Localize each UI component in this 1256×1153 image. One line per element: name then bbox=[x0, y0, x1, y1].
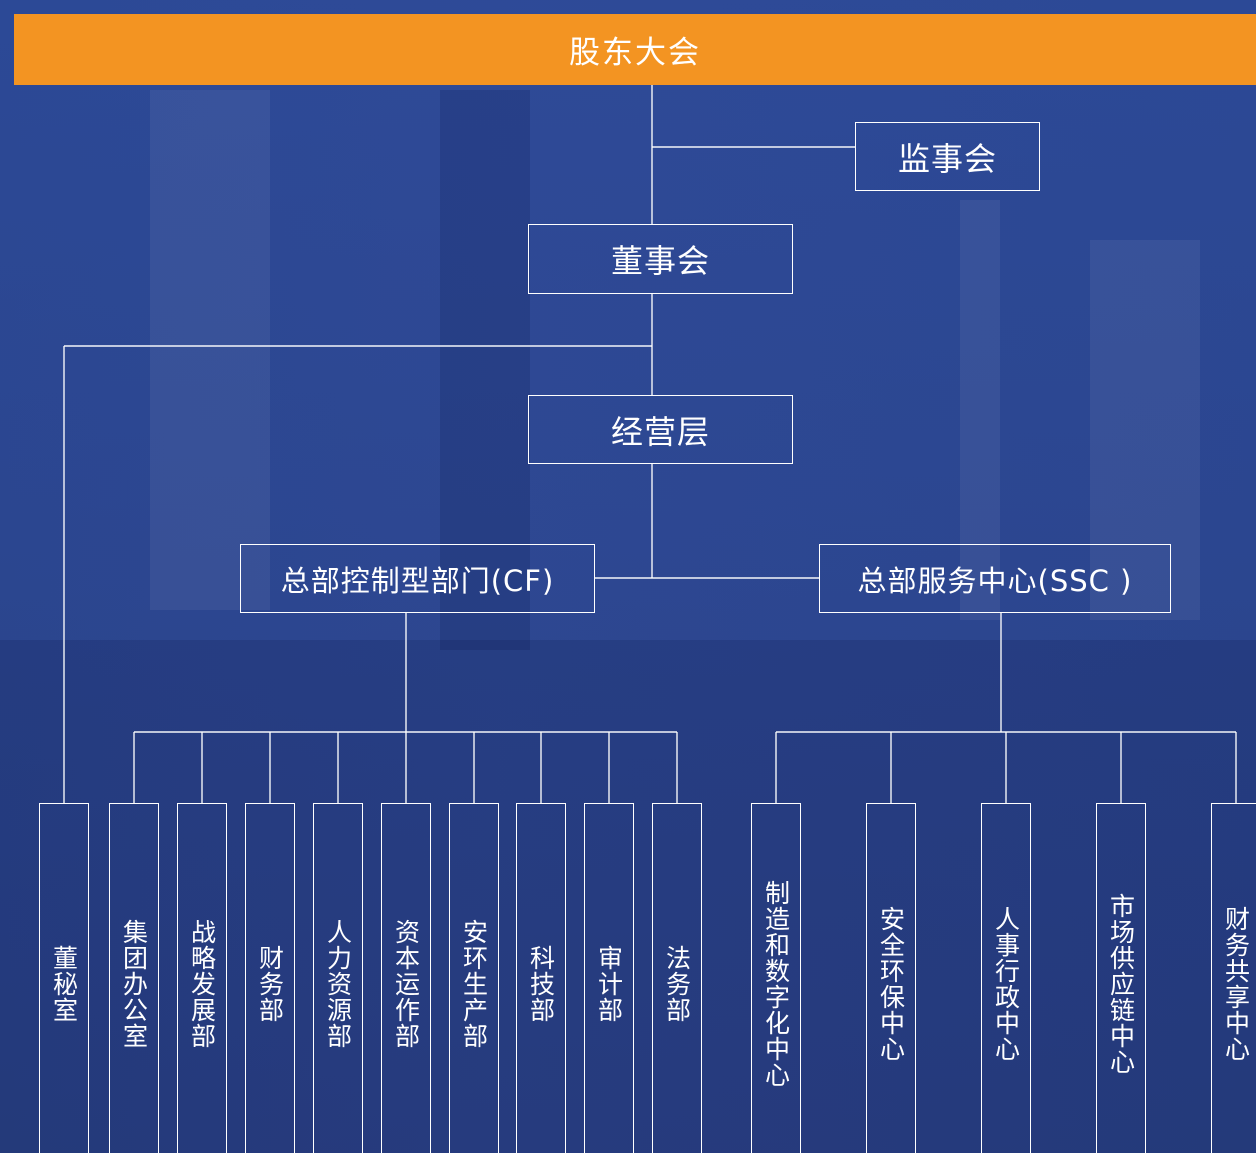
cf-department-box: 集团办公室 bbox=[109, 803, 159, 1153]
ssc-center-label: 人事行政中心 bbox=[991, 905, 1021, 1062]
shareholders-meeting: 股东大会 bbox=[14, 14, 1256, 85]
cf-department-label: 集团办公室 bbox=[119, 918, 149, 1049]
cf-department-label: 安环生产部 bbox=[459, 918, 489, 1049]
bg-panel bbox=[440, 90, 530, 650]
ssc-center-box: 制造和数字化中心 bbox=[751, 803, 801, 1153]
cf-department-box: 审计部 bbox=[584, 803, 634, 1153]
board-office-box: 董秘室 bbox=[39, 803, 89, 1153]
bg-panel bbox=[960, 200, 1000, 620]
ssc-center-box: 财务共享中心 bbox=[1211, 803, 1256, 1153]
cf-department-box: 安环生产部 bbox=[449, 803, 499, 1153]
bg-floor bbox=[0, 640, 1256, 1153]
ssc-center-label: 市场供应链中心 bbox=[1106, 892, 1136, 1075]
board-of-directors: 董事会 bbox=[528, 224, 793, 294]
cf-department-label: 资本运作部 bbox=[391, 918, 421, 1049]
cf-department-label: 战略发展部 bbox=[187, 918, 217, 1049]
cf-department-label: 人力资源部 bbox=[323, 918, 353, 1049]
management-layer: 经营层 bbox=[528, 395, 793, 464]
cf-departments-group: 总部控制型部门(CF) bbox=[240, 544, 595, 613]
ssc-drop-lines bbox=[775, 732, 1237, 803]
cf-department-box: 科技部 bbox=[516, 803, 566, 1153]
ssc-center-label: 安全环保中心 bbox=[876, 905, 906, 1062]
ssc-centers-group: 总部服务中心(SSC ) bbox=[819, 544, 1171, 613]
cf-department-box: 战略发展部 bbox=[177, 803, 227, 1153]
cf-department-label: 法务部 bbox=[662, 944, 692, 1023]
cf-department-label: 科技部 bbox=[526, 944, 556, 1023]
cf-department-box: 法务部 bbox=[652, 803, 702, 1153]
cf-drop-lines bbox=[133, 732, 678, 803]
bg-panel bbox=[1090, 240, 1200, 620]
cf-department-box: 资本运作部 bbox=[381, 803, 431, 1153]
cf-department-box: 财务部 bbox=[245, 803, 295, 1153]
ssc-center-box: 安全环保中心 bbox=[866, 803, 916, 1153]
ssc-center-box: 人事行政中心 bbox=[981, 803, 1031, 1153]
supervisory-board: 监事会 bbox=[855, 122, 1040, 191]
cf-department-box: 人力资源部 bbox=[313, 803, 363, 1153]
ssc-center-label: 财务共享中心 bbox=[1221, 905, 1251, 1062]
ssc-center-label: 制造和数字化中心 bbox=[761, 879, 791, 1088]
bg-panel bbox=[150, 90, 270, 610]
board-office-label: 董秘室 bbox=[49, 944, 79, 1023]
cf-department-label: 财务部 bbox=[255, 944, 285, 1023]
ssc-center-box: 市场供应链中心 bbox=[1096, 803, 1146, 1153]
cf-department-label: 审计部 bbox=[594, 944, 624, 1023]
